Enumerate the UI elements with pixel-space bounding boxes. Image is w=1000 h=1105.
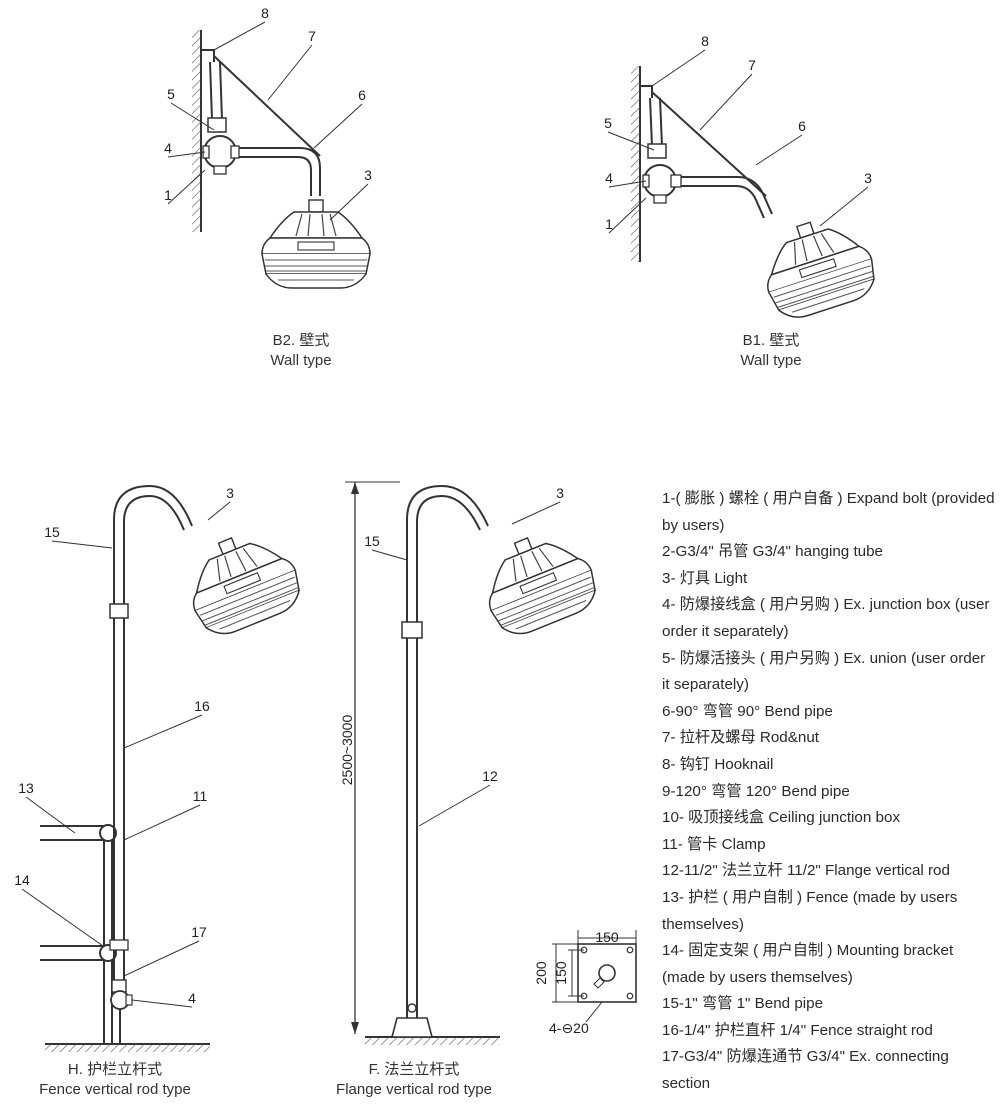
callout-leader-line — [819, 186, 869, 227]
callout-number: 17 — [191, 924, 207, 940]
caption-h: H. 护栏立杆式 Fence vertical rod type — [10, 1060, 220, 1100]
caption-b2: B2. 壁式 Wall type — [221, 331, 381, 371]
callout-number: 7 — [748, 57, 756, 73]
callout-leader-line — [329, 183, 369, 221]
callout-leader-line — [51, 540, 113, 549]
callout-number: 11 — [193, 788, 208, 804]
callout-leader-line — [213, 21, 266, 51]
callout-leader-line — [607, 131, 655, 151]
callout-leader-line — [267, 44, 313, 101]
legend-item: 14- 固定支架 ( 用户自制 ) Mounting bracket (made… — [662, 942, 954, 986]
callout-number: 15 — [44, 524, 60, 540]
bolt-holes-dimension: 4-⊖20 — [549, 1020, 589, 1036]
legend-item: 8- 钩钉 Hooknail — [662, 755, 774, 773]
callout-number: 4 — [605, 170, 613, 186]
fence-rod-type-figure — [40, 484, 309, 1052]
callout-number: 12 — [482, 768, 498, 784]
legend-item: 11- 管卡 Clamp — [662, 835, 766, 853]
callout-leader-line — [167, 151, 206, 158]
height-range-dimension: 2500~3000 — [339, 715, 355, 786]
legend-item: 4- 防爆接线盒 ( 用户另购 ) Ex. junction box (user… — [662, 596, 990, 640]
callout-leader-line — [25, 796, 76, 834]
legend-item: 12-11/2" 法兰立杆 11/2" Flange vertical rod — [662, 862, 950, 880]
callout-number: 14 — [14, 872, 30, 888]
callout-leader-line — [313, 103, 363, 149]
callout-number: 4 — [188, 990, 196, 1006]
callout-leader-line — [511, 501, 561, 525]
caption-b1-en: Wall type — [740, 352, 802, 369]
plate-inner-dimension: 150 — [553, 961, 569, 985]
caption-f-cn: F. 法兰立杆式 — [368, 1061, 460, 1078]
callout-leader-line — [608, 180, 647, 188]
caption-b1-cn: B1. 壁式 — [742, 332, 800, 349]
callout-leader-line — [651, 49, 706, 87]
caption-b1: B1. 壁式 Wall type — [691, 331, 851, 371]
flange-plate-detail — [552, 930, 637, 1023]
callout-number: 3 — [364, 167, 372, 183]
caption-h-cn: H. 护栏立杆式 — [67, 1061, 163, 1078]
caption-b2-cn: B2. 壁式 — [272, 332, 330, 349]
callout-number: 8 — [701, 33, 709, 49]
legend-item: 10- 吸顶接线盒 Ceiling junction box — [662, 809, 901, 827]
callout-number: 5 — [167, 86, 175, 102]
plate-outer-dimension: 200 — [533, 961, 549, 985]
plate-width-dimension: 150 — [595, 929, 619, 945]
callout-number: 13 — [18, 780, 34, 796]
parts-legend: 1-( 膨胀 ) 螺栓 ( 用户自备 ) Expand bolt (provid… — [662, 486, 997, 1098]
caption-b2-en: Wall type — [270, 352, 332, 369]
flange-rod-type-figure — [345, 481, 605, 1045]
callout-leader-line — [123, 804, 201, 841]
callout-number: 6 — [798, 118, 806, 134]
callout-number: 15 — [364, 533, 380, 549]
callout-leader-line — [755, 134, 803, 166]
callout-number: 3 — [556, 485, 564, 501]
legend-item: 16-1/4" 护栏直杆 1/4" Fence straight rod — [662, 1021, 933, 1039]
callout-leader-line — [131, 999, 193, 1008]
callout-leader-line — [207, 501, 231, 521]
callout-number: 3 — [226, 485, 234, 501]
callout-leader-line — [167, 169, 206, 205]
callout-leader-line — [21, 888, 104, 947]
caption-f-en: Flange vertical rod type — [336, 1081, 492, 1098]
callout-leader-line — [608, 197, 647, 234]
callout-number: 16 — [194, 698, 210, 714]
callout-leader-line — [418, 784, 491, 827]
wall-type-b2-figure — [192, 30, 371, 289]
callout-number: 6 — [358, 87, 366, 103]
wall-type-b1-figure — [631, 66, 883, 326]
legend-item: 1-( 膨胀 ) 螺栓 ( 用户自备 ) Expand bolt (provid… — [662, 490, 995, 534]
legend-item: 2-G3/4" 吊管 G3/4" hanging tube — [662, 543, 884, 561]
legend-item: 6-90° 弯管 90° Bend pipe — [662, 702, 833, 720]
callout-number: 1 — [605, 216, 613, 232]
caption-f: F. 法兰立杆式 Flange vertical rod type — [314, 1060, 514, 1100]
legend-item: 15-1" 弯管 1" Bend pipe — [662, 995, 824, 1013]
legend-item: 7- 拉杆及螺母 Rod&nut — [662, 729, 819, 747]
callout-leader-line — [170, 102, 215, 131]
legend-item: 5- 防爆活接头 ( 用户另购 ) Ex. union (user order … — [662, 649, 986, 694]
callout-number: 4 — [164, 140, 172, 156]
callout-leader-line — [371, 549, 408, 561]
callout-number: 8 — [261, 5, 269, 21]
callout-leader-line — [699, 73, 753, 131]
callout-leader-line — [123, 940, 200, 977]
legend-item: 3- 灯具 Light — [662, 569, 748, 587]
callout-leader-line — [123, 714, 203, 749]
legend-item: 9-120° 弯管 120° Bend pipe — [662, 782, 850, 800]
callout-number: 1 — [164, 187, 172, 203]
legend-item: 17-G3/4" 防爆连通节 G3/4" Ex. connecting sect… — [662, 1048, 949, 1093]
callout-number: 5 — [604, 115, 612, 131]
callout-number: 3 — [864, 170, 872, 186]
caption-h-en: Fence vertical rod type — [39, 1081, 191, 1098]
callout-number: 7 — [308, 28, 316, 44]
legend-item: 13- 护栏 ( 用户自制 ) Fence (made by users the… — [662, 888, 958, 933]
